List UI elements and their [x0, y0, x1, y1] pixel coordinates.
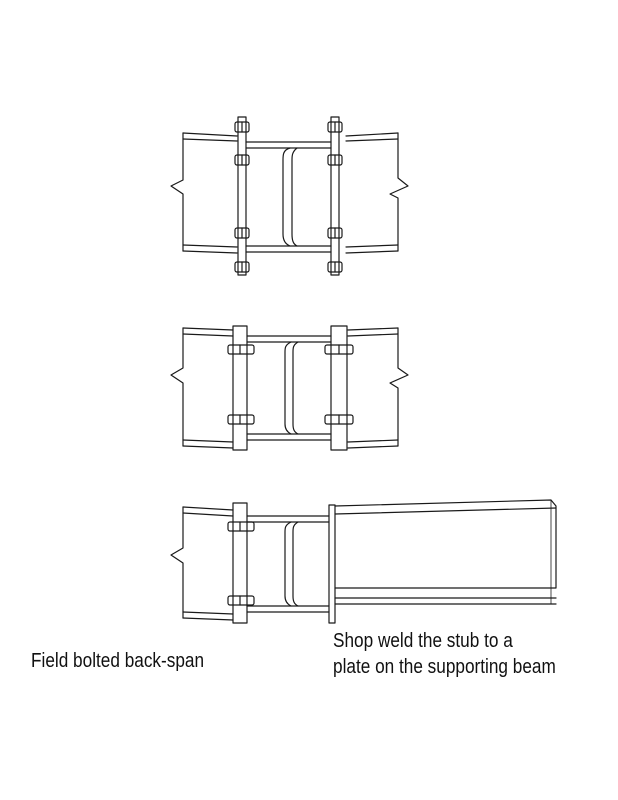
caption-field-bolted-text: Field bolted back-span	[31, 650, 205, 672]
left-beam-stub	[170, 132, 238, 254]
supporting-beam	[334, 499, 557, 605]
bolt	[227, 414, 255, 425]
weld-plate	[328, 504, 336, 624]
connector-section	[246, 515, 330, 613]
caption-shop-weld-line2: plate on the supporting beam	[333, 656, 556, 678]
caption-shop-weld-line1: Shop weld the stub to a	[333, 630, 513, 652]
bolt	[227, 521, 255, 532]
detail-shop-welded-stub	[170, 499, 557, 624]
connector-section	[246, 335, 332, 441]
detail-double-bolted-splice	[170, 116, 409, 276]
left-beam-stub	[170, 506, 234, 621]
left-beam-stub	[170, 327, 234, 449]
bolt-group	[227, 521, 255, 606]
bolt-group	[234, 121, 343, 273]
caption-field-bolted: Field bolted back-span	[31, 648, 204, 674]
right-beam-stub	[347, 327, 409, 449]
bolt-group	[227, 344, 354, 425]
detail-end-plate-splice	[170, 325, 409, 451]
end-plate-left	[232, 502, 248, 624]
caption-shop-weld: Shop weld the stub to a plate on the sup…	[333, 628, 556, 680]
splice-plate-left	[237, 116, 247, 276]
bolt	[227, 344, 255, 355]
right-beam-stub	[345, 132, 409, 254]
bolt	[227, 595, 255, 606]
end-plate-left	[232, 325, 248, 451]
splice-plate-right	[330, 116, 340, 276]
connector-section	[245, 141, 332, 253]
end-plate-right	[330, 325, 348, 451]
